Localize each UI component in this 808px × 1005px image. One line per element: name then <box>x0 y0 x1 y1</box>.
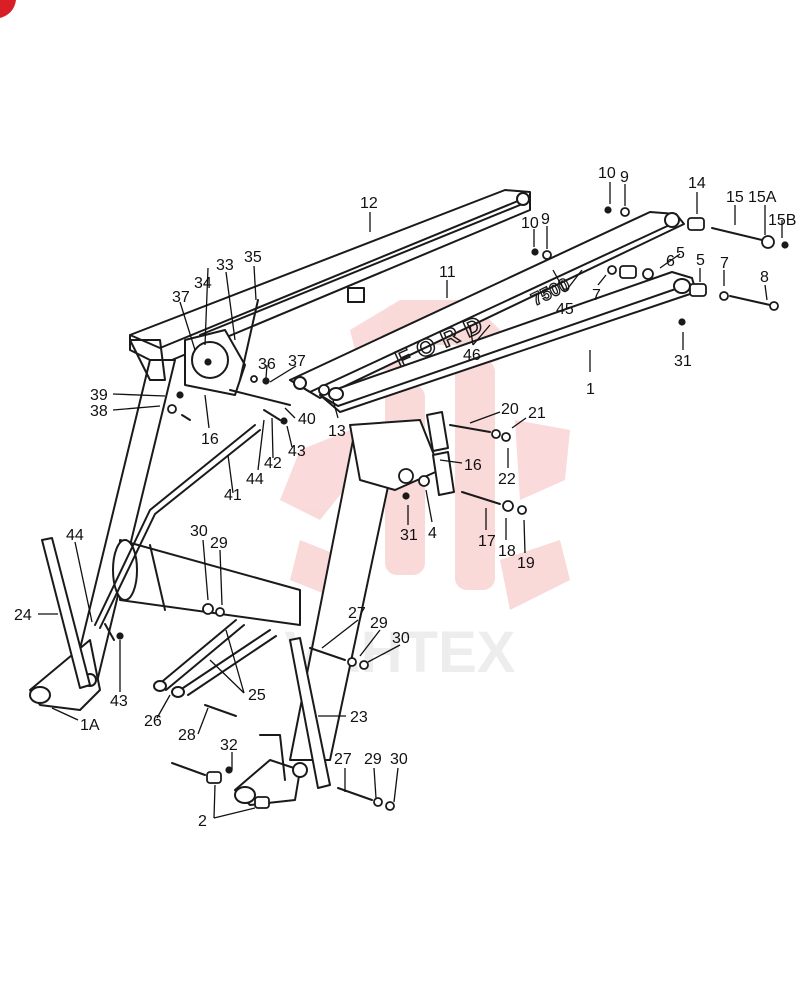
callout: 29 <box>364 751 382 768</box>
callout-labels: 1 1A 2 4 5 5 6 7 7 8 9 9 10 10 11 12 13 … <box>14 165 796 830</box>
callout: 41 <box>224 487 242 504</box>
callout: 21 <box>528 405 546 422</box>
callout: 26 <box>144 713 162 730</box>
callout: 42 <box>264 455 282 472</box>
callout: 13 <box>328 423 346 440</box>
callout: 18 <box>498 543 516 560</box>
callout: 5 <box>676 245 685 262</box>
callout: 44 <box>246 471 264 488</box>
callout: 30 <box>390 751 408 768</box>
callout: 20 <box>501 401 519 418</box>
sector-bracket <box>184 299 291 406</box>
callout: 31 <box>400 527 418 544</box>
callout: 28 <box>178 727 196 744</box>
callout: 1A <box>80 717 100 734</box>
callout: 44 <box>66 527 84 544</box>
strut-24 <box>41 537 91 689</box>
callout: 15B <box>768 212 796 229</box>
right-upright <box>234 419 441 806</box>
callout: 34 <box>194 275 212 292</box>
callout: 9 <box>620 169 629 186</box>
callout: 9 <box>541 211 550 228</box>
callout: 15A <box>748 189 777 206</box>
callout: 46 <box>463 347 481 364</box>
callout: 12 <box>360 195 378 212</box>
callout: 17 <box>478 533 496 550</box>
callout: 35 <box>244 249 262 266</box>
callout: 45 <box>556 301 574 318</box>
callout: 23 <box>350 709 368 726</box>
callout: 40 <box>298 411 316 428</box>
leader-lines <box>38 182 783 819</box>
callout: 11 <box>439 264 456 281</box>
callout: 27 <box>334 751 352 768</box>
callout: 31 <box>674 353 692 370</box>
callout: 39 <box>90 387 108 404</box>
callout: 37 <box>172 289 190 306</box>
callout: 29 <box>210 535 228 552</box>
callout: 19 <box>517 555 535 572</box>
callout: 7 <box>720 255 729 272</box>
callout: 8 <box>760 269 769 286</box>
callout: 38 <box>90 403 108 420</box>
control-linkage-41 <box>94 424 261 629</box>
callout: 27 <box>348 605 366 622</box>
callout: 16 <box>201 431 219 448</box>
callout: 29 <box>370 615 388 632</box>
callout: 10 <box>598 165 616 182</box>
callout: 43 <box>288 443 306 460</box>
callout: 16 <box>464 457 482 474</box>
callout: 6 <box>666 253 675 270</box>
callout: 30 <box>392 630 410 647</box>
boom-arm-11: FORD 7500 <box>289 211 685 399</box>
callout: 33 <box>216 257 234 274</box>
callout: 22 <box>498 471 516 488</box>
corner-mark <box>0 0 16 18</box>
callout: 7 <box>592 287 601 304</box>
callout: 15 <box>726 189 744 206</box>
cross-tube <box>112 539 301 626</box>
callout: 5 <box>696 252 705 269</box>
callout: 30 <box>190 523 208 540</box>
callout: 2 <box>198 813 207 830</box>
bracket-16 <box>426 411 455 496</box>
hardware <box>104 206 789 811</box>
callout: 25 <box>248 687 266 704</box>
link-rods-25 <box>153 619 277 698</box>
callout: 24 <box>14 607 32 624</box>
callout: 36 <box>258 356 276 373</box>
strut-23 <box>289 637 331 789</box>
callout: 43 <box>110 693 128 710</box>
callout: 1 <box>586 381 595 398</box>
callout: 4 <box>428 525 437 542</box>
callout: 14 <box>688 175 706 192</box>
callout: 32 <box>220 737 238 754</box>
callout: 10 <box>521 215 539 232</box>
callout: 37 <box>288 353 306 370</box>
